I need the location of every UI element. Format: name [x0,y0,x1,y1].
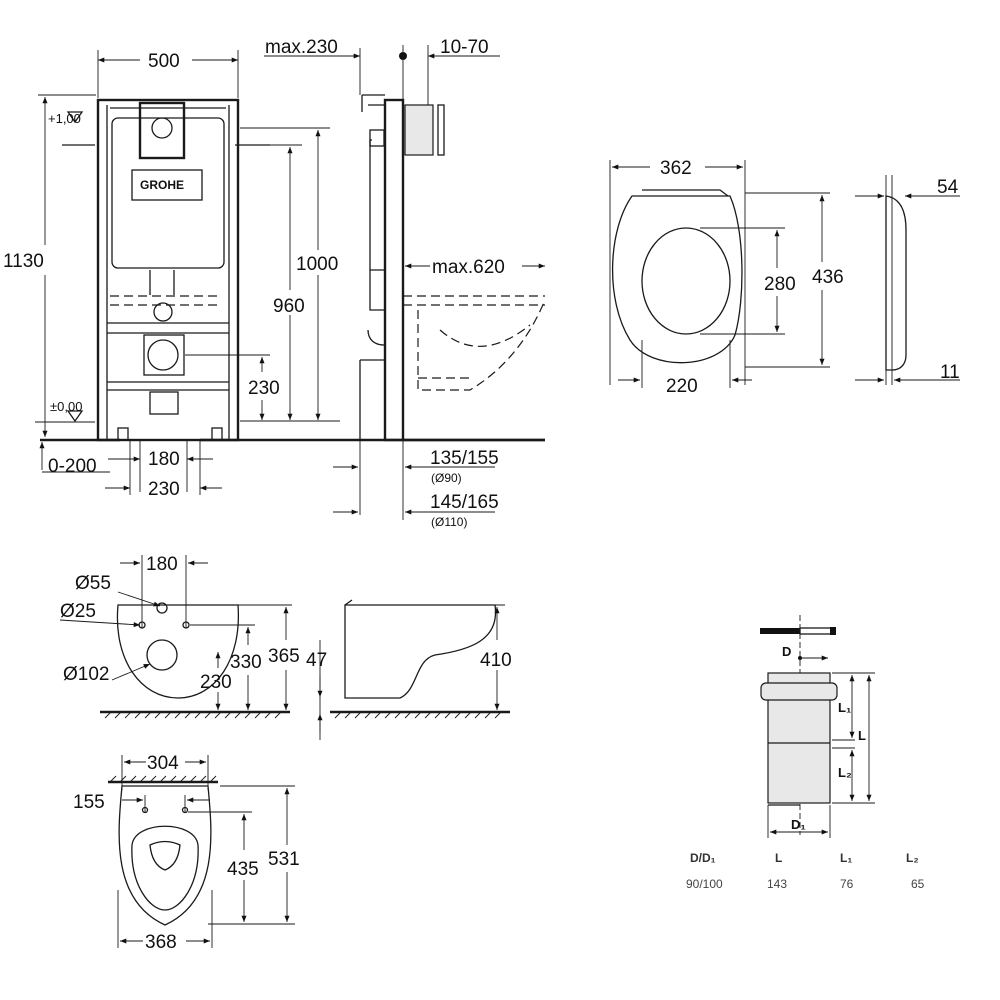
bowl-top-view: 304 155 435 531 368 [73,753,300,953]
dim-spacing-180: 180 [148,449,180,470]
dim-drain-90-diameter: (Ø90) [431,471,462,485]
table-cell: 65 [911,877,925,891]
dim-height-230: 230 [200,672,232,693]
pipe-spec-table: D/D₁ L L₁ L₂ 90/100 143 76 65 [686,851,925,891]
dim-diameter-25: Ø25 [60,601,96,622]
table-header: L₁ [840,851,852,865]
dim-length-435: 435 [227,859,259,880]
flush-button-icon [151,117,173,139]
dim-230-height: 230 [248,378,280,399]
dim-drain-110: 145/165 [430,492,499,513]
grohe-logo: GROHE [140,178,184,192]
dim-seat-width: 362 [660,158,692,179]
dim-bolt-spacing-180: 180 [146,554,178,575]
pipe-label-l1: L₁ [838,700,851,715]
dim-height-1130: 1130 [3,251,44,272]
dim-length-531: 531 [268,849,300,870]
dim-seat-length: 436 [812,267,844,288]
dim-spacing-230: 230 [148,479,180,500]
table-header: L₂ [906,851,919,865]
dim-seat-opening-width: 220 [666,376,698,397]
dim-plate-adjust: 10-70 [440,37,489,58]
level-zero-label: ±0,00 [50,399,82,414]
dim-max-230: max.230 [265,37,338,58]
pipe-label-l2: L₂ [838,765,852,780]
level-top-label: +1,00 [48,111,81,126]
dim-seat-opening-length: 280 [764,274,796,295]
table-cell: 90/100 [686,877,723,891]
dim-960: 960 [273,296,305,317]
dim-max-620: max.620 [432,257,505,278]
dim-bolt-spacing-155: 155 [73,792,105,813]
dim-1000: 1000 [296,254,338,275]
drain-pipe-connector: D L₁ L L₂ D₁ [760,615,875,838]
pipe-label-l: L [858,728,866,743]
dim-seat-side-bottom: 11 [940,362,960,383]
frame-dimensions: 500 1130 +1,00 ±0,00 1000 960 230 0-200 … [3,50,340,500]
dim-height-330: 330 [230,652,262,673]
dim-width-368: 368 [145,932,177,953]
table-cell: 143 [767,877,787,891]
dim-diameter-102: Ø102 [63,664,109,685]
seat-top-view: 362 436 280 220 [609,158,844,397]
frame-side-view: max.230 10-70 max.620 135/155 (Ø90) 145/… [264,37,546,529]
dim-height-410: 410 [480,650,512,671]
table-cell: 76 [840,877,854,891]
table-header: L [775,851,782,865]
dim-diameter-55: Ø55 [75,573,111,594]
dim-height-47: 47 [306,650,327,671]
pipe-label-d: D [782,644,791,659]
pipe-label-d1: D₁ [791,817,806,832]
dim-drain-90: 135/155 [430,448,499,469]
bowl-side-view: 47 410 [306,599,512,740]
seat-side-view: 54 11 [855,175,960,385]
dim-seat-side-top: 54 [937,177,959,198]
dim-drain-110-diameter: (Ø110) [431,515,467,529]
dim-floor-adjust: 0-200 [48,456,97,477]
dim-width-304: 304 [147,753,179,774]
dim-height-365: 365 [268,646,300,667]
dim-width-500: 500 [148,51,180,72]
bowl-front-view: 180 Ø55 Ø25 Ø102 330 365 230 [59,554,300,719]
table-header: D/D₁ [690,851,716,865]
frame-front-view: GROHE [40,98,545,442]
